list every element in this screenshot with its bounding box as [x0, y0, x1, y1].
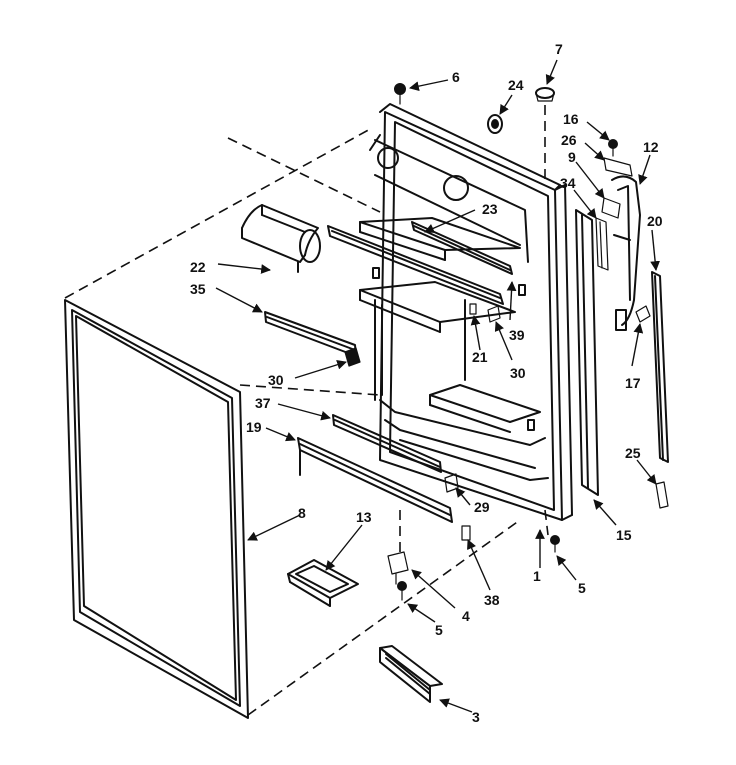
callout-4: 4	[462, 608, 470, 624]
knob-24	[487, 114, 503, 134]
lower-rail	[297, 437, 453, 523]
callout-13: 13	[356, 509, 372, 525]
callout-24: 24	[508, 77, 524, 93]
hinge-screw-16	[608, 139, 618, 157]
callout-38: 38	[484, 592, 500, 608]
hinge-handle	[611, 175, 641, 331]
callout-3: 3	[472, 709, 480, 725]
callout-7: 7	[555, 41, 563, 57]
callout-16: 16	[563, 111, 579, 127]
clip-25	[655, 481, 669, 509]
callout-17: 17	[625, 375, 641, 391]
callout-12: 12	[643, 139, 659, 155]
callout-5-left: 5	[435, 622, 443, 638]
callout-34: 34	[560, 175, 576, 191]
upper-shelf-rail	[327, 225, 504, 305]
callout-37: 37	[255, 395, 271, 411]
dairy-rail	[264, 311, 357, 357]
bracket-34	[595, 217, 609, 271]
callout-21: 19	[246, 419, 262, 435]
screw-top	[394, 83, 406, 105]
hinge-pin-9	[601, 197, 621, 219]
callout-6: 6	[452, 69, 460, 85]
callout-35: 35	[190, 281, 206, 297]
screw-bottom-right	[550, 535, 560, 553]
bottom-hinge	[387, 551, 409, 585]
toe-grille	[379, 645, 443, 703]
callout-29: 29	[474, 499, 490, 515]
callout-1: 1	[533, 568, 541, 584]
callout-labels: 6 24 7 16 26 9 34 12 20 23 22 35 39 21 3…	[190, 41, 663, 725]
callout-30-left: 30	[268, 372, 284, 388]
callout-20: 21	[472, 349, 488, 365]
leader-lines	[215, 59, 660, 713]
door-gasket	[64, 299, 249, 719]
callout-22: 22	[190, 259, 206, 275]
callout-39: 39	[509, 327, 525, 343]
callout-23: 23	[482, 201, 498, 217]
butter-tray	[287, 559, 359, 607]
callout-8: 8	[298, 505, 306, 521]
hinge-cap-26	[603, 157, 633, 177]
plug-7	[535, 87, 555, 102]
door-liner	[359, 103, 573, 521]
top-shelf-rail	[411, 221, 513, 275]
screw-bottom-left	[397, 581, 407, 601]
callout-19: 20	[647, 213, 663, 229]
dairy-door	[241, 204, 321, 273]
trim-strip	[651, 271, 669, 463]
callout-5-right: 5	[578, 580, 586, 596]
middle-rail	[332, 414, 442, 473]
cabinet-outline	[64, 105, 549, 716]
callout-25: 25	[625, 445, 641, 461]
door-edge-strip	[575, 209, 599, 496]
callout-26: 26	[561, 132, 577, 148]
pin-17	[635, 305, 651, 323]
callout-30-right: 30	[510, 365, 526, 381]
callout-9: 9	[568, 149, 576, 165]
callout-15: 15	[616, 527, 632, 543]
shelf-clips	[344, 303, 501, 541]
